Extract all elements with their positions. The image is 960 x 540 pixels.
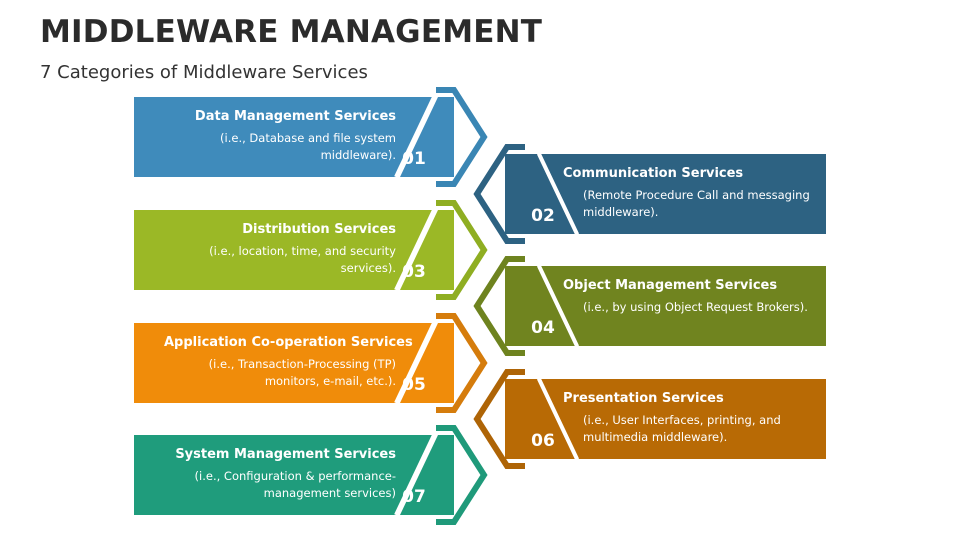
step-04-shape <box>473 256 826 356</box>
step-description: (i.e., Database and file system middlewa… <box>220 131 396 162</box>
step-03-shape <box>134 200 488 300</box>
card-body <box>134 97 434 177</box>
step-title: Object Management Services <box>563 278 778 293</box>
step-01-text: Data Management Services (i.e., Database … <box>164 109 396 164</box>
step-description: (i.e., by using Object Request Brokers). <box>583 300 808 314</box>
step-title: Distribution Services <box>242 222 396 237</box>
step-06-shape <box>473 369 826 469</box>
step-title: Application Co-operation Services <box>164 335 413 350</box>
step-07-shape <box>134 425 488 525</box>
step-03-text: Distribution Services (i.e., location, ti… <box>164 222 396 277</box>
card-number-tab <box>400 323 454 403</box>
card-number-tab <box>400 435 454 515</box>
step-title: Communication Services <box>563 166 744 181</box>
step-02-text: Communication Services (Remote Procedure … <box>563 166 813 221</box>
card-body <box>541 266 826 346</box>
card-body <box>541 154 826 234</box>
card-number-tab <box>400 210 454 290</box>
step-number: 06 <box>531 431 555 451</box>
step-description: (Remote Procedure Call and messaging mid… <box>583 188 810 219</box>
step-number: 01 <box>402 149 426 169</box>
step-05-shape <box>134 313 488 413</box>
step-title: Presentation Services <box>563 391 724 406</box>
step-number: 05 <box>402 375 426 395</box>
chevron-arrow <box>436 200 488 300</box>
card-number-tab <box>505 154 575 234</box>
step-number: 07 <box>402 487 426 507</box>
page-subtitle: 7 Categories of Middleware Services <box>40 62 368 83</box>
step-description: (i.e., Transaction-Processing (TP) monit… <box>208 357 396 388</box>
step-number: 04 <box>531 318 555 338</box>
card-body <box>134 323 434 403</box>
step-title: System Management Services <box>175 447 396 462</box>
chevron-arrow <box>436 425 488 525</box>
step-number: 03 <box>402 262 426 282</box>
chevron-arrow <box>473 256 525 356</box>
card-number-tab <box>505 266 575 346</box>
step-number: 02 <box>531 206 555 226</box>
card-body <box>541 379 826 459</box>
card-body <box>134 210 434 290</box>
step-04-text: Object Management Services (i.e., by usin… <box>563 278 813 316</box>
step-title: Data Management Services <box>194 109 396 124</box>
step-02-shape <box>473 144 826 244</box>
step-05-text: Application Co-operation Services (i.e., … <box>164 335 413 390</box>
step-06-text: Presentation Services (i.e., User Interfa… <box>563 391 813 446</box>
step-07-text: System Management Services (i.e., Configu… <box>164 447 396 502</box>
chevron-arrow <box>436 313 488 413</box>
step-description: (i.e., location, time, and security serv… <box>209 244 396 275</box>
card-number-tab <box>400 97 454 177</box>
step-description: (i.e., Configuration & performance-manag… <box>194 469 396 500</box>
step-01-shape <box>134 87 488 187</box>
card-number-tab <box>505 379 575 459</box>
chevron-arrow <box>436 87 488 187</box>
chevron-arrow <box>473 144 525 244</box>
chevron-arrow <box>473 369 525 469</box>
card-body <box>134 435 434 515</box>
step-description: (i.e., User Interfaces, printing, and mu… <box>583 413 781 444</box>
page-title: MIDDLEWARE MANAGEMENT <box>40 14 543 50</box>
